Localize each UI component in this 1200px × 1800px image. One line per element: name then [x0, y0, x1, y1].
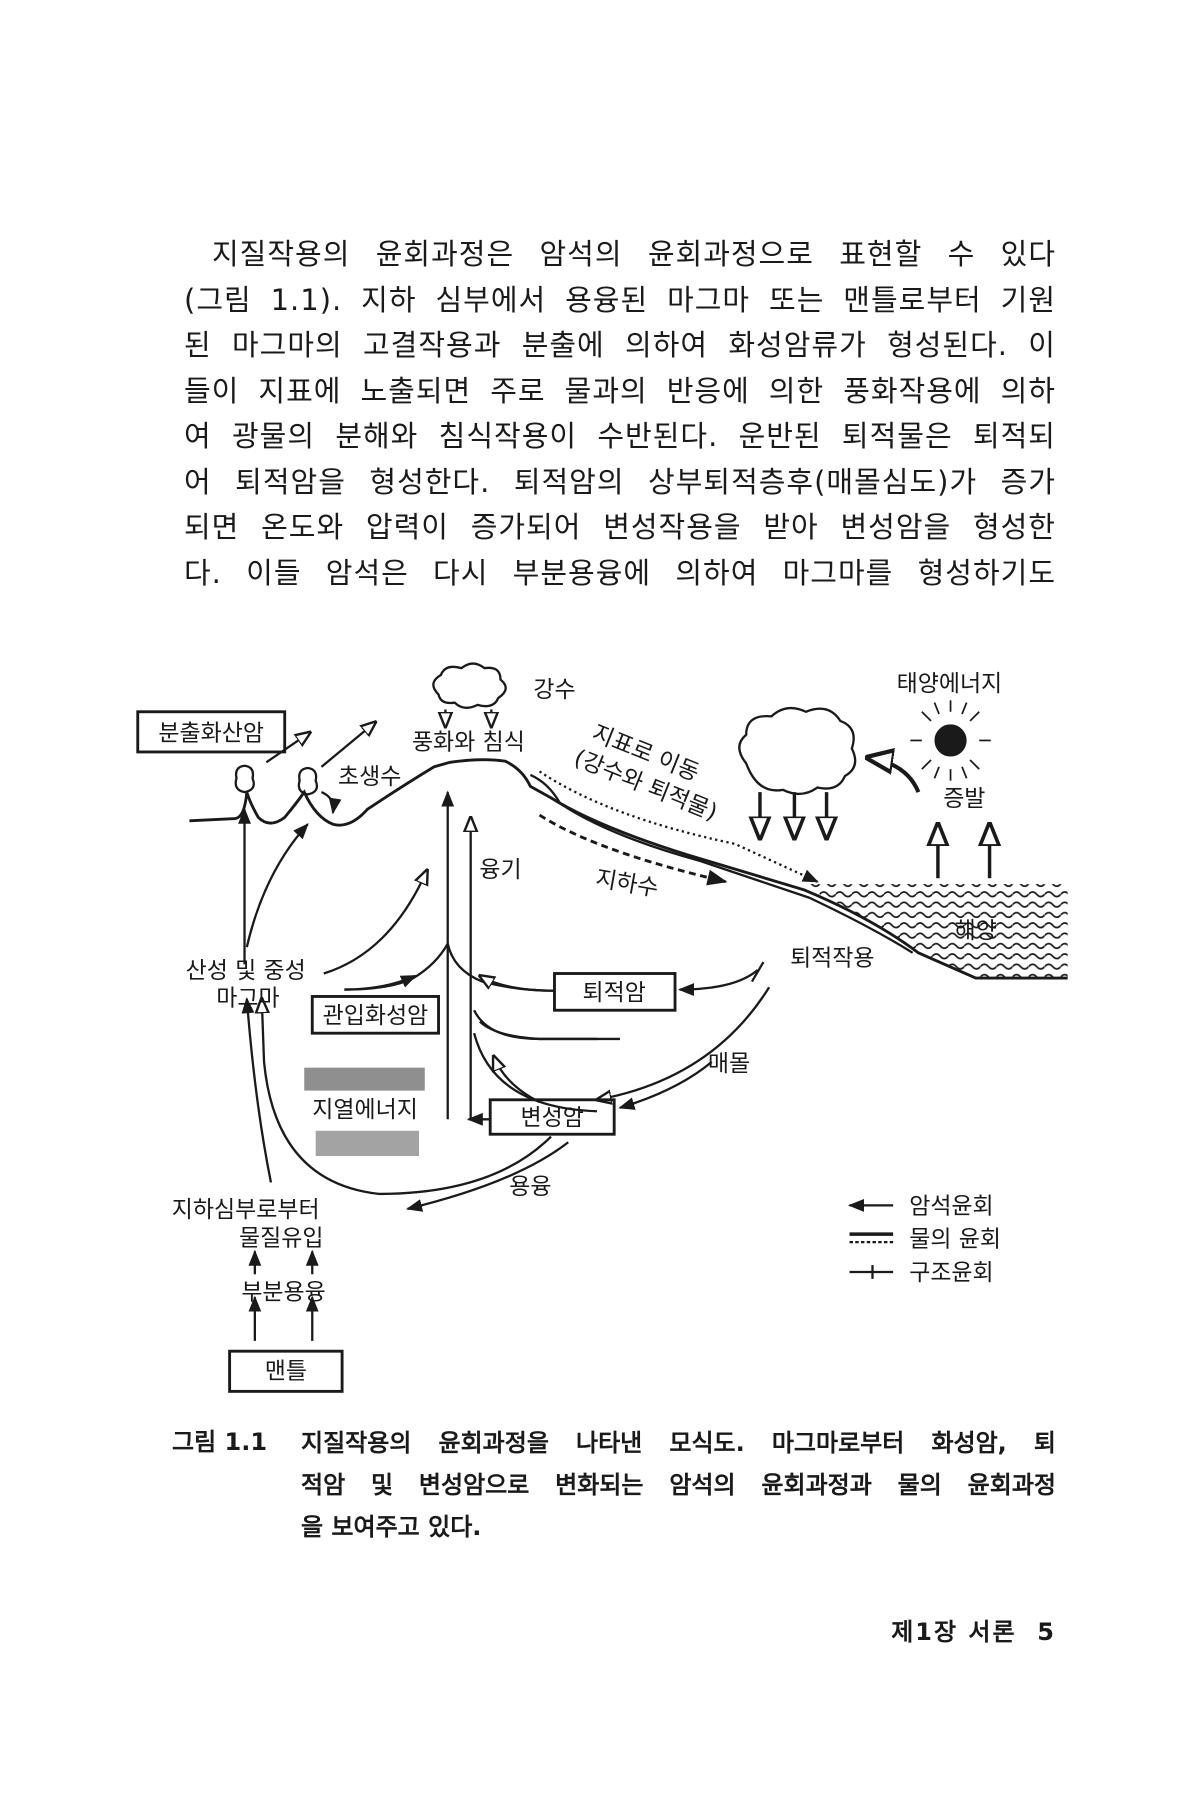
legend-water-cycle: 물의 윤회	[909, 1227, 1001, 1253]
volcano-plume-icon	[234, 764, 255, 794]
label-solar-energy: 태양에너지	[897, 671, 1003, 697]
label-intrusive-rock: 관입화성암	[323, 1003, 429, 1029]
geothermal-speckle	[304, 1067, 425, 1157]
volcano-plume-icon	[297, 766, 319, 796]
label-groundwater: 지하수	[593, 866, 660, 903]
body-line: 들이 지표에 노출되면 주로 물과의 반응에 의한 풍화작용에 의하	[184, 373, 1056, 408]
body-line: 어 퇴적암을 형성한다. 퇴적암의 상부퇴적층후(매몰심도)가 증가	[184, 464, 1056, 499]
label-ocean: 해양	[955, 918, 997, 944]
label-material-input: 물질유입	[239, 1226, 323, 1252]
page-number: 5	[1037, 1618, 1056, 1646]
body-line: 지질작용의 윤회과정은 암석의 윤회과정으로 표현할 수 있다	[212, 237, 1056, 271]
ocean-waves	[809, 883, 1068, 979]
sun-icon	[910, 700, 991, 781]
box-metamorphic	[488, 1098, 616, 1136]
box-extrusive	[136, 710, 287, 754]
label-magma: 마그마	[216, 986, 279, 1012]
label-uplift: 융기	[479, 857, 521, 883]
label-geothermal-energy: 지열에너지	[312, 1097, 418, 1123]
body-line: 다. 이들 암석은 다시 부분용융에 의하여 마그마를 형성하기도	[184, 555, 1056, 590]
cloud-icon	[738, 706, 857, 795]
groundwater-dashed	[538, 813, 728, 886]
body-paragraph: 지질작용의 윤회과정은 암석의 윤회과정으로 표현할 수 있다 (그림 1.1)…	[184, 232, 1056, 596]
rain-cloud-icon	[432, 662, 507, 709]
legend-tectonic-cycle: 구조윤회	[909, 1260, 993, 1286]
body-line: (그림 1.1). 지하 심부에서 용융된 마그마 또는 맨틀로부터 기원	[184, 282, 1056, 317]
label-sedimentary-rock: 퇴적암	[583, 980, 646, 1006]
label-partial-melting: 부분용융	[241, 1280, 325, 1306]
label-weathering-erosion: 풍화와 침식	[412, 730, 525, 756]
label-deep-input: 지하심부로부터	[172, 1197, 320, 1223]
body-line: 된 마그마의 고결작용과 분출에 의하여 화성암류가 형성된다. 이	[184, 328, 1056, 362]
caption-line: 적암 및 변성암으로 변화되는 암석의 윤회과정과 물의 윤회과정	[301, 1471, 1056, 1499]
label-magma-type: 산성 및 중성	[186, 958, 306, 984]
running-head: 제1장 서론	[891, 1618, 1017, 1646]
box-sedimentary	[553, 972, 677, 1012]
page-footer: 제1장 서론 5	[891, 1612, 1056, 1647]
figure-caption: 지질작용의 윤회과정을 나타낸 모식도. 마그마로부터 화성암, 퇴 적암 및 …	[301, 1422, 1056, 1548]
label-metamorphic-rock: 변성암	[521, 1105, 584, 1131]
label-burial: 매몰	[708, 1051, 750, 1077]
label-juvenile-water: 초생수	[338, 764, 401, 790]
label-precipitation: 강수	[533, 677, 575, 703]
box-intrusive	[310, 995, 440, 1035]
label-mantle: 맨틀	[265, 1359, 307, 1385]
box-mantle	[228, 1349, 344, 1393]
label-melting: 용융	[509, 1174, 551, 1200]
legend-rock-cycle: 암석윤회	[909, 1193, 993, 1219]
caption-line: 지질작용의 윤회과정을 나타낸 모식도. 마그마로부터 화성암, 퇴	[301, 1429, 1056, 1457]
body-line: 여 광물의 분해와 침식작용이 수반된다. 운반된 퇴적물은 퇴적되	[184, 419, 1056, 453]
body-line: 되면 온도와 압력이 증가되어 변성작용을 받아 변성암을 형성한	[184, 510, 1056, 544]
figure-caption-label: 그림 1.1	[172, 1428, 268, 1456]
caption-line: 을 보여주고 있다.	[301, 1513, 482, 1541]
label-evaporation: 증발	[943, 786, 985, 812]
label-extrusive-rock: 분출화산암	[158, 720, 264, 746]
label-deposition: 퇴적작용	[790, 945, 874, 971]
ground-surface	[189, 758, 1068, 980]
surface-runoff	[529, 773, 914, 954]
